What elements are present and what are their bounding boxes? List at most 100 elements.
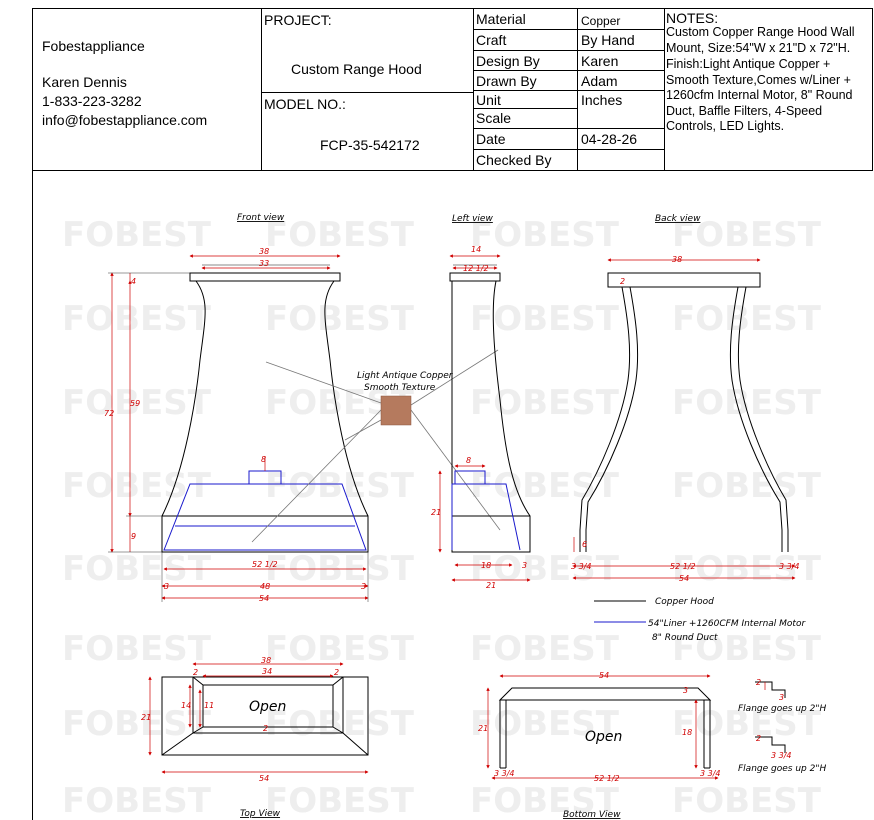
dim-top-depth-outer: 14 [181, 701, 191, 710]
top-view-outline [161, 676, 369, 756]
dim-bottom-inner-depth: 18 [682, 728, 692, 737]
watermark: FOBEST [470, 299, 620, 339]
dim-bottom-corner: 3 [683, 686, 688, 695]
spec-value-unit: Inches [581, 92, 623, 108]
spec-label-material: Material [476, 11, 526, 27]
view-title-front: Front view [237, 213, 285, 223]
model-value: FCP-35-542172 [320, 137, 420, 153]
project-value: Custom Range Hood [291, 61, 422, 77]
dim-left-base: 21 [431, 508, 441, 517]
watermark: FOBEST [470, 704, 620, 744]
dim-top-corner-left: 2 [193, 668, 198, 677]
watermark: FOBEST [470, 781, 620, 820]
finish-label-line2: Smooth Texture [364, 383, 436, 393]
spec-label-checked: Checked By [476, 152, 552, 168]
dim-top-inner: 34 [262, 667, 272, 676]
watermark: FOBEST [672, 466, 822, 506]
front-dimension-lines [110, 254, 369, 600]
contact-email: info@fobestappliance.com [42, 112, 208, 128]
dim-bottom-left: 3 3/4 [494, 769, 515, 778]
spec-value-craft: By Hand [581, 32, 635, 48]
dim-flange-c: 2 [756, 734, 761, 743]
watermark: FOBEST [265, 466, 415, 506]
finish-swatch [380, 395, 412, 426]
left-view: 14 12 1/2 8 21 18 3 21 [431, 245, 531, 590]
spec-value-date: 04-28-26 [581, 131, 638, 147]
bottom-view: 54 3 21 18 3 3/4 52 1/2 3 3/4 Open 2 3 F… [478, 671, 826, 783]
spec-label-unit: Unit [476, 92, 501, 108]
watermark: FOBEST [62, 466, 212, 506]
watermark: FOBEST [62, 299, 212, 339]
flange-note-1: Flange goes up 2"H [738, 704, 826, 714]
dim-front-top-outer: 38 [259, 247, 269, 256]
back-dimension-lines [572, 258, 796, 580]
spec-label-date: Date [476, 131, 506, 147]
watermark: FOBEST [672, 629, 822, 669]
dim-left-top-outer: 14 [471, 245, 481, 254]
dim-left-side: 3 [522, 561, 527, 570]
dim-top-bottom-gap: 2 [263, 724, 268, 733]
legend: Copper Hood 54"Liner +1260CFM Internal M… [594, 597, 806, 643]
watermark: FOBEST [265, 704, 415, 744]
dim-top-depth-inner: 11 [204, 701, 214, 710]
spec-label-scale: Scale [476, 110, 512, 126]
front-extension-lines [108, 272, 369, 602]
dim-front-mid: 48 [260, 582, 270, 591]
dim-back-left: 3 3/4 [571, 562, 592, 571]
spec-value-material: Copper [581, 14, 621, 28]
spec-label-craft: Craft [476, 32, 507, 48]
dim-front-side-left: 3 [164, 582, 169, 591]
dim-left-liner: 18 [481, 561, 491, 570]
legend-label-copper: Copper Hood [655, 597, 714, 607]
notes-title: NOTES: [666, 10, 719, 26]
dim-top-corner-right: 2 [334, 668, 339, 677]
title-block-grid [32, 8, 873, 171]
view-title-back: Back view [655, 214, 701, 224]
watermark: FOBEST [470, 466, 620, 506]
contact-phone: 1-833-223-3282 [42, 93, 142, 109]
watermark: FOBEST [470, 549, 620, 589]
dim-flange-d: 3 3/4 [771, 751, 792, 760]
dim-front-liner: 52 1/2 [252, 560, 278, 569]
view-title-top: Top View [240, 809, 281, 819]
watermark-grid: FOBEST FOBEST FOBEST FOBEST FOBEST FOBES… [62, 215, 822, 820]
dim-front-top-inner: 33 [259, 259, 269, 268]
notes-line1: Custom Copper Range Hood Wall Mount, Siz… [666, 25, 855, 55]
watermark: FOBEST [672, 549, 822, 589]
dim-front-width: 54 [259, 594, 269, 603]
legend-label-liner-1: 54"Liner +1260CFM Internal Motor [648, 619, 806, 629]
company-name: Fobestappliance [42, 38, 145, 54]
watermark: FOBEST [265, 299, 415, 339]
spec-label-design: Design By [476, 53, 540, 69]
watermark: FOBEST [62, 629, 212, 669]
dim-front-collar: 4 [131, 277, 136, 286]
dim-bottom-right: 3 3/4 [700, 769, 721, 778]
front-view: 38 33 4 72 59 9 8 52 1/2 3 48 3 54 [104, 247, 369, 603]
watermark: FOBEST [672, 299, 822, 339]
watermark: FOBEST [265, 215, 415, 255]
dim-bottom-depth: 21 [478, 724, 488, 733]
dim-front-duct: 8 [261, 455, 266, 464]
watermark: FOBEST [265, 781, 415, 820]
finish-leader-lines [251, 349, 501, 543]
project-label: PROJECT: [264, 12, 332, 28]
dim-bottom-mid: 52 1/2 [594, 774, 620, 783]
watermark: FOBEST [672, 383, 822, 423]
dim-front-side-right: 3 [361, 582, 366, 591]
bottom-dimension-lines [486, 674, 719, 780]
dim-left-duct: 8 [466, 456, 471, 465]
watermark: FOBEST [62, 781, 212, 820]
dim-back-right: 3 3/4 [779, 562, 800, 571]
dim-top-outer: 38 [261, 656, 271, 665]
dim-back-top: 38 [672, 255, 682, 264]
dim-front-base: 9 [131, 532, 136, 541]
watermark: FOBEST [470, 629, 620, 669]
spec-label-drawn: Drawn By [476, 73, 537, 89]
watermark: FOBEST [62, 704, 212, 744]
view-title-left: Left view [452, 214, 493, 224]
watermark: FOBEST [265, 629, 415, 669]
top-dimension-lines [148, 662, 369, 774]
watermark: FOBEST [470, 383, 620, 423]
left-liner [451, 470, 521, 551]
dim-flange-b: 3 [779, 693, 784, 702]
